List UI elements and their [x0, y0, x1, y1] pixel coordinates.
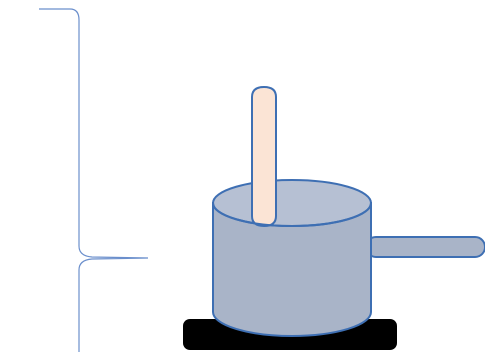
saucepan-body	[212, 202, 372, 337]
saucepan-handle	[365, 236, 485, 258]
rod	[251, 85, 277, 228]
brace	[39, 8, 149, 352]
saucepan-rim-front	[212, 202, 372, 227]
